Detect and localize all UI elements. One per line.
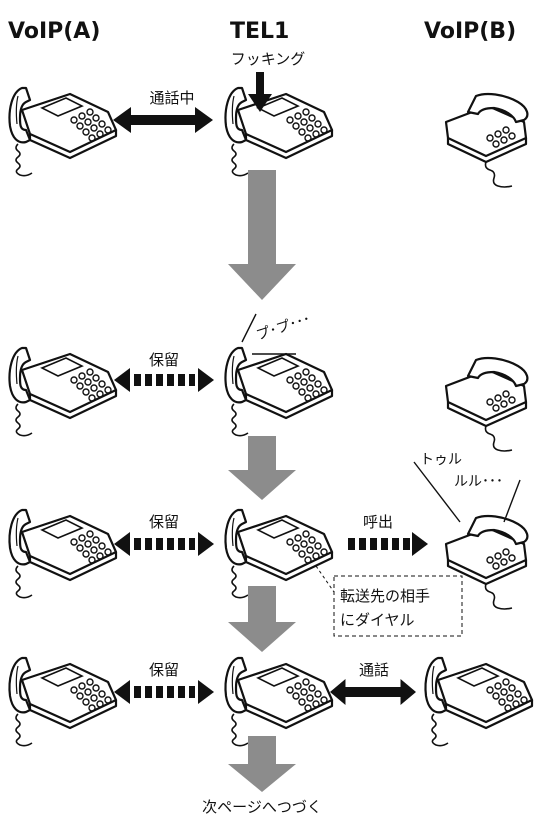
phone-icon-voip-b [444, 514, 529, 611]
phone-icon-voip-b [444, 92, 529, 189]
flow-arrow-icon [228, 436, 296, 500]
flow-arrow-icon [228, 170, 296, 300]
calling-arrow-icon [348, 532, 428, 556]
ring-mark [503, 479, 521, 523]
column-header-voip-a: VoIP(A) [8, 19, 100, 44]
phone-icon-voip-b [444, 356, 529, 453]
dial-callout-line1: 転送先の相手 [340, 587, 430, 605]
next-page-caption: 次ページへつづく [202, 798, 322, 816]
hold-arrow-icon [114, 680, 214, 704]
ring-sound-line1: トゥル [420, 452, 462, 468]
ring-mark [413, 461, 461, 523]
hold-arrow-icon [114, 532, 214, 556]
column-header-tel1: TEL1 [230, 19, 289, 44]
phone-icon-voip-a [8, 508, 118, 599]
hold-label: 保留 [149, 513, 179, 531]
ring-sound-line2: ルル･･･ [454, 474, 503, 490]
phone-icon-voip-a [8, 86, 118, 177]
flow-arrow-icon [228, 736, 296, 792]
step-1: 通話中 フッキング [8, 50, 529, 189]
step-4: 保留 通話 [8, 656, 534, 747]
hold-arrow-icon [114, 368, 214, 392]
calling-label: 呼出 [363, 513, 393, 531]
talk-label: 通話 [359, 661, 389, 679]
phone-icon-tel1 [224, 508, 334, 599]
hooking-label: フッキング [231, 50, 306, 68]
column-header-voip-b: VoIP(B) [424, 19, 516, 44]
dialtone-mark [241, 313, 257, 343]
hooking-down-arrow-icon [248, 72, 272, 112]
flow-arrow-icon [228, 586, 296, 652]
talking-label: 通話中 [149, 89, 194, 107]
step-2: 保留 プ･プ･･･ [8, 311, 529, 453]
step-3: 保留 呼出 トゥル ルル･･･ 転送先の相手 にダイヤル [8, 452, 529, 637]
callout-pointer [315, 565, 335, 593]
talking-arrow-icon [113, 107, 213, 133]
talk-arrow-icon [330, 679, 416, 705]
phone-icon-tel1 [224, 86, 334, 177]
dial-callout-line2: にダイヤル [340, 611, 415, 629]
dial-callout-box [333, 575, 463, 637]
phone-icon-tel1 [224, 346, 334, 437]
hold-label: 保留 [149, 351, 179, 369]
phone-icon-voip-a [8, 346, 118, 437]
phone-icon-tel1 [224, 656, 334, 747]
hold-label: 保留 [149, 661, 179, 679]
phone-icon-voip-a [8, 656, 118, 747]
phone-icon-voip-b [424, 656, 534, 747]
dialtone-sound: プ･プ･･･ [254, 311, 312, 344]
